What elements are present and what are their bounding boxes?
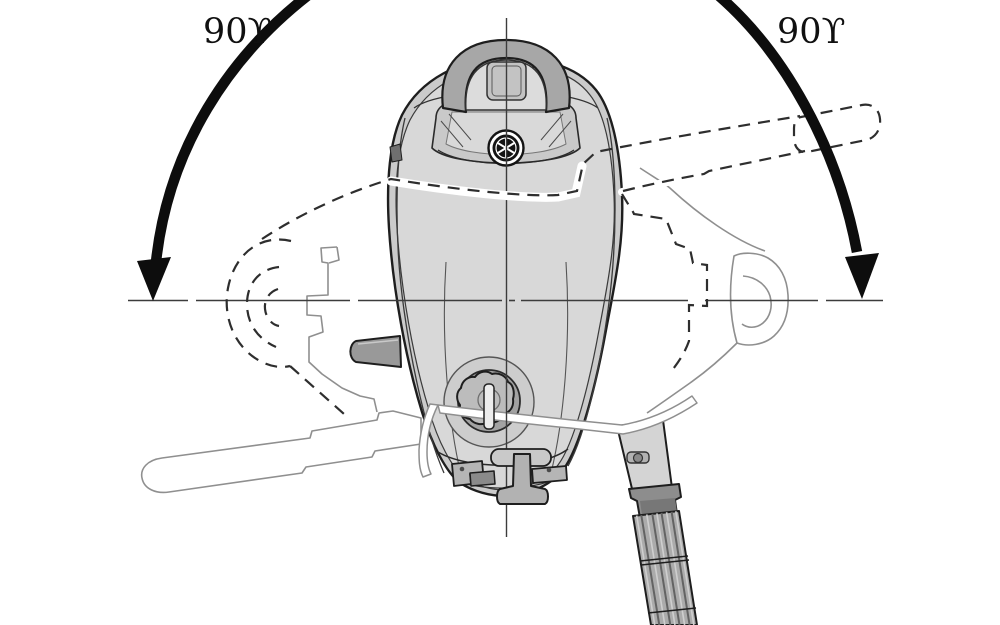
sweep-curve-right-lower [646,342,738,414]
dashed-rotated-handle-left [225,238,345,415]
bracket-outline-left-tab [328,246,340,264]
left-rotation-arrow-icon [137,0,311,301]
steered-position-outlines [140,167,789,494]
tilt-lock-lever [496,453,549,505]
grab-handle-outline-outer [729,252,789,346]
right-rotation-arrow-icon [715,0,879,299]
dashed-rotated-handle-right [261,103,882,374]
cowling-seam-right-mid [550,261,569,474]
grip-ribs [640,511,691,625]
transom-edge-band [418,395,698,478]
tiller-handle-outline-left [140,410,422,494]
handle-halo [386,161,587,202]
sweep-curve-right [639,167,766,252]
dashed-shaft-upper [261,114,801,240]
bracket-outline-left [306,246,378,413]
shift-lever [349,335,402,368]
fuel-cap-slot [483,383,495,430]
tiller-handle [616,419,698,625]
bottom-bracket-parts [451,448,568,505]
cowling-side-notch [389,143,403,163]
angle-label-left: 90ϒ [203,12,272,52]
dashed-pivot [621,193,709,374]
angle-label-right: 90ϒ [777,12,846,52]
dashed-shaft-lower [622,149,806,193]
grab-handle-outline-inner [741,275,772,329]
cowling-seam-left-mid [443,261,462,476]
outboard-motor-top-view [349,38,698,625]
dashed-grip [792,103,882,154]
